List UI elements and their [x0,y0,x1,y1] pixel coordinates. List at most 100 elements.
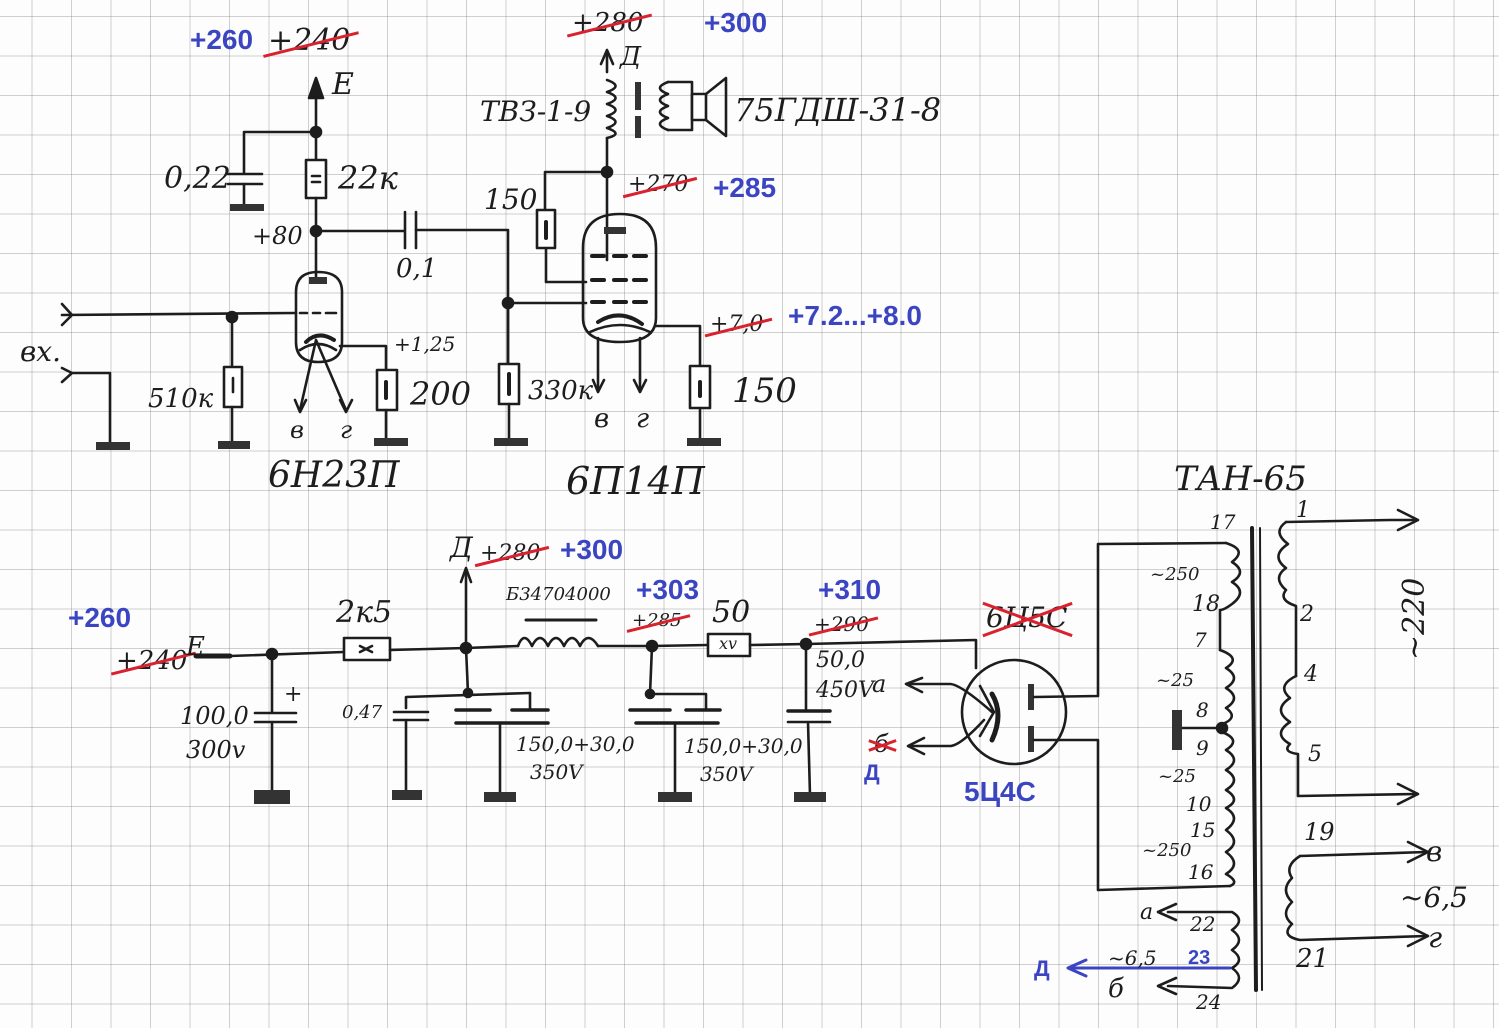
cap-bank-1-value: 150,0+30,0 [516,732,635,756]
output-cathode-resistor-value: 150 [732,371,797,411]
output-grid-resistor-value: 330к [528,376,594,406]
node-e-output [193,650,346,659]
rectifier-tube-new: 5Ц4С [964,776,1036,807]
pin-8: 8 [1196,698,1209,722]
cap-e-value: 100,0 [180,702,249,730]
choke-label: Б34704000 [506,584,611,605]
voltage-250-a: ~250 [1150,564,1200,585]
filter-capacitor-bank-1 [392,646,550,802]
rectifier-heater-b-old: б [874,730,889,758]
resistor-2k5 [342,636,468,662]
pin-5: 5 [1308,742,1322,767]
pin-4: 4 [1304,662,1318,687]
cap-047-value: 0,47 [342,702,383,723]
cap-in-value: 50,0 [816,648,865,673]
grid-resistor-510k [218,315,250,449]
screen-resistor-value: 150 [484,183,538,216]
node-mid-voltage-old: +285 [632,610,682,631]
coupling-cap-value: 0,1 [396,254,438,284]
cap-e-voltage: 300v [186,736,246,764]
cap-e-polarity: + [284,682,303,707]
power-transformer-core [1250,526,1263,992]
pin-1: 1 [1296,498,1310,523]
voltage-250-b: ~250 [1142,840,1192,861]
cathode-resistor-200 [338,344,408,446]
output-tube-6p14p [581,212,658,394]
output-cathode-voltage-old: +7,0 [710,312,764,337]
pin23-arrow [1066,958,1088,978]
resistor-50 [650,632,808,658]
pin-15: 15 [1190,818,1216,842]
input-label: вх. [20,335,61,368]
preamp-anode-voltage: +80 [252,222,303,250]
heater-winding [1284,840,1430,948]
resistor-50-value: 50 [712,595,751,630]
pin-23: 23 [1188,947,1211,969]
cap-bank-2-value: 150,0+30,0 [684,734,803,758]
preamp-supply-voltage-new: +260 [190,24,254,55]
decoupling-cap-value: 0,22 [164,161,231,196]
speaker [690,76,728,138]
pin-18: 18 [1192,592,1220,617]
output-tube-label: 6П14П [566,459,705,503]
pin-10: 10 [1186,792,1212,816]
transformer-heater-out-a: а [1140,900,1154,925]
pin-7: 7 [1194,628,1207,652]
node-d-arrow [459,566,473,650]
mains-voltage-label: ~220 [1397,577,1432,660]
output-transformer [599,48,694,262]
grid-resistor-value: 510к [148,384,214,414]
output-heater-pin-v: в [594,404,610,434]
voltage-6-5-rectifier: ~6,5 [1108,946,1157,970]
pin-2: 2 [1300,602,1314,627]
anode-resistor-22k [304,130,328,280]
output-heater-pin-g: г [636,404,650,434]
preamp-supply-voltage-old: +240 [268,23,351,58]
rectifier-heater-b-new: Д [864,760,880,785]
node-mid-voltage-new: +303 [636,574,700,605]
heater-winding-voltage: ~6,5 [1400,881,1468,914]
voltage-25-a: ~25 [1156,670,1194,691]
decoupling-capacitor [226,130,318,211]
rectifier-tube-5c4s [804,541,1232,892]
resistor-50-marking: xv [719,634,738,653]
pin-9: 9 [1196,736,1209,760]
node-d-voltage-old: +280 [480,541,541,566]
preamp-supply-node-label: Е [332,67,354,102]
cathode-resistor-value: 200 [410,375,472,413]
node-e-label: Е [186,632,205,662]
capacitor-50uf [786,642,832,802]
output-supply-voltage-old: +280 [572,8,644,38]
primary-winding [1277,508,1420,806]
rectifier-tube-old: 6Ц5С [986,601,1068,634]
anode-resistor-value: 22к [338,159,398,197]
preamp-tube-6n23p [293,270,354,414]
pin-21: 21 [1296,944,1330,974]
pin-19: 19 [1304,818,1335,846]
node-d-label: Д [450,531,473,564]
heater-out-v: в [1426,835,1443,868]
output-cathode-voltage-new: +7.2...+8.0 [788,300,922,331]
speaker-label: 75ГДШ-31-8 [734,91,942,129]
cap-in-voltage: 450V [816,678,874,703]
node-e-voltage-new: +260 [68,602,132,633]
pin-24: 24 [1196,990,1222,1014]
resistor-2k5-value: 2к5 [336,595,393,630]
output-anode-voltage-new: +285 [713,172,777,203]
voltage-25-b: ~25 [1158,766,1196,787]
capacitor-100uf [253,652,298,804]
node-e-voltage-old: +240 [116,646,188,676]
node-in-voltage-old: +290 [814,612,869,636]
node-d-voltage-new: +300 [560,534,624,565]
heater-out-g: г [1428,921,1443,954]
output-supply-node-label: Д [620,42,642,72]
rectifier-heater-a: а [872,670,887,698]
preamp-heater-pin-g: г [340,416,353,444]
secondary-winding-heater-rectifier [1156,902,1241,996]
filter-choke [464,618,654,650]
pin-22: 22 [1190,912,1216,936]
input-line [60,302,298,450]
cap-bank-2-voltage: 350V [700,762,753,786]
